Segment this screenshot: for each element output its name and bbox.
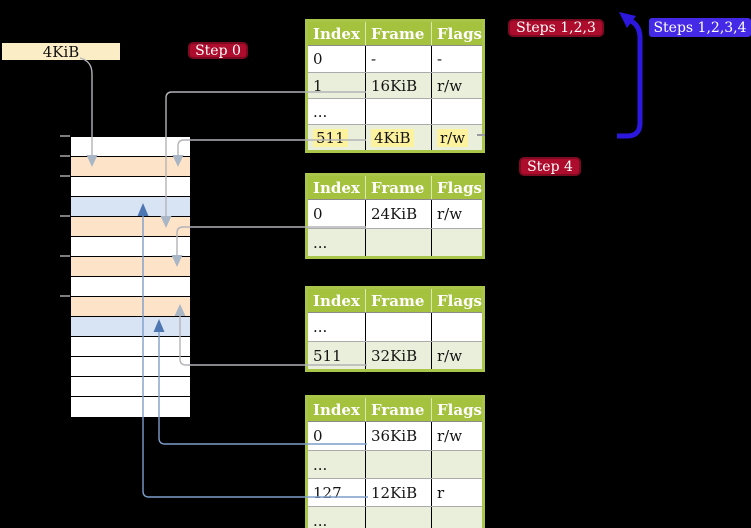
table-cell: ...: [313, 102, 328, 121]
step-0-badge: Step 0: [188, 42, 248, 59]
table-cell: 24KiB: [365, 200, 431, 228]
memory-frame-row-white: [71, 237, 190, 257]
column-header: Frame: [365, 176, 431, 199]
table-row: ...: [308, 228, 482, 256]
steps-123-text: Steps 1,2,3: [516, 20, 596, 36]
table-cell: [431, 229, 482, 256]
page-size-label: 4KiB: [2, 42, 120, 61]
memory-frame-row-blue: [71, 317, 190, 337]
table-cell: -: [431, 46, 482, 72]
table-cell: r/w: [431, 342, 482, 369]
highlighted-value: 4KiB: [371, 128, 414, 147]
table-cell: [365, 451, 431, 478]
memory-frame-row-blue: [71, 197, 190, 217]
table-cell: 511: [313, 346, 342, 365]
table-cell: ...: [313, 511, 328, 528]
column-header: Frame: [365, 22, 431, 45]
step-4-badge: Step 4: [519, 157, 581, 176]
table-cell: r/w: [431, 125, 482, 150]
table-cell: 16KiB: [365, 73, 431, 98]
table-row: 0 --: [308, 46, 482, 72]
steps-1234-badge: Steps 1,2,3,4: [649, 18, 751, 37]
table-cell: r/w: [431, 422, 482, 450]
column-header: Flags: [431, 22, 482, 45]
table-cell: 127: [313, 483, 342, 502]
table-cell: [431, 507, 482, 528]
memory-frame-row-white: [71, 337, 190, 357]
table-cell: r: [431, 479, 482, 506]
highlighted-value: r/w: [437, 128, 469, 147]
table-row: ...: [308, 450, 482, 478]
highlighted-value: 511: [313, 128, 348, 147]
table-cell: r/w: [431, 200, 482, 228]
table-cell: 0: [313, 50, 323, 68]
memory-frame-row-orange: [71, 257, 190, 277]
table-cell: [365, 507, 431, 528]
table-cell: -: [365, 46, 431, 72]
memory-frame-row-white: [71, 137, 190, 157]
table-cell: 0: [313, 205, 323, 223]
table-cell: 0: [313, 427, 323, 445]
table-cell: ...: [313, 318, 328, 336]
memory-frame-row-orange: [71, 157, 190, 177]
page-size-text: 4KiB: [42, 42, 80, 61]
table-cell: [431, 451, 482, 478]
physical-memory-column: [70, 136, 191, 417]
table-row: ...: [308, 313, 482, 341]
column-header: Index: [313, 24, 360, 43]
column-header: Frame: [365, 289, 431, 312]
steps-123-badge: Steps 1,2,3: [508, 19, 604, 37]
table-cell: [431, 313, 482, 341]
column-header: Flags: [431, 398, 482, 421]
table-cell: 511: [308, 125, 365, 150]
memory-frame-row-white: [71, 377, 190, 397]
table-cell: [431, 99, 482, 124]
steps-1234-text: Steps 1,2,3,4: [653, 19, 747, 36]
table-cell: 32KiB: [365, 342, 431, 369]
table-cell: ...: [313, 455, 328, 474]
table-cell: 1: [313, 76, 323, 95]
memory-frame-row-orange: [71, 217, 190, 237]
table-row: 511 4KiB r/w: [308, 124, 482, 150]
column-header: Frame: [365, 398, 431, 421]
steps-loop-arrow: [617, 12, 643, 139]
table-cell: [365, 99, 431, 124]
column-header: Index: [313, 400, 360, 419]
memory-frame-row-white: [71, 177, 190, 197]
table-row: ...: [308, 98, 482, 124]
table-cell: 36KiB: [365, 422, 431, 450]
table-cell: [365, 229, 431, 256]
address-ticks: [60, 135, 70, 297]
column-header: Flags: [431, 289, 482, 312]
column-header: Flags: [431, 176, 482, 199]
memory-frame-row-white: [71, 397, 190, 417]
table-cell: r/w: [431, 73, 482, 98]
memory-frame-row-white: [71, 277, 190, 297]
memory-frame-row-white: [71, 357, 190, 377]
column-header: Index: [313, 178, 360, 197]
table-cell: 4KiB: [365, 125, 431, 150]
table-cell: [365, 313, 431, 341]
step-4-text: Step 4: [527, 158, 573, 175]
table-cell: ...: [313, 233, 328, 252]
step-0-text: Step 0: [195, 42, 241, 59]
table-row: ...: [308, 506, 482, 528]
memory-frame-row-orange: [71, 297, 190, 317]
table-cell: 12KiB: [365, 479, 431, 506]
column-header: Index: [313, 291, 360, 310]
